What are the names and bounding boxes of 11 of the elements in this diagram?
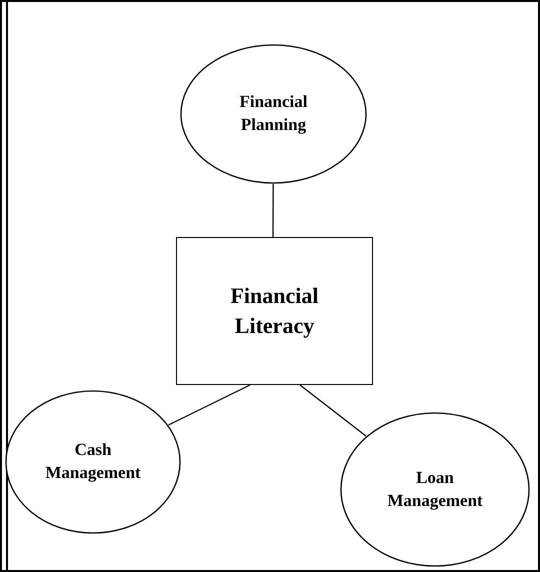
connector-line: [300, 384, 366, 437]
concept-label: Financial Planning: [238, 91, 308, 136]
concept-label: Cash Management: [44, 439, 142, 484]
concept-ellipse: [180, 44, 367, 184]
connector-line: [168, 384, 250, 426]
concept-box: [176, 237, 373, 385]
concept-ellipse: [340, 412, 530, 567]
connector-line: [272, 184, 274, 237]
concept-label: Loan Management: [386, 466, 484, 512]
concept-ellipse: [5, 390, 181, 534]
concept-label: Financial Literacy: [229, 282, 320, 340]
